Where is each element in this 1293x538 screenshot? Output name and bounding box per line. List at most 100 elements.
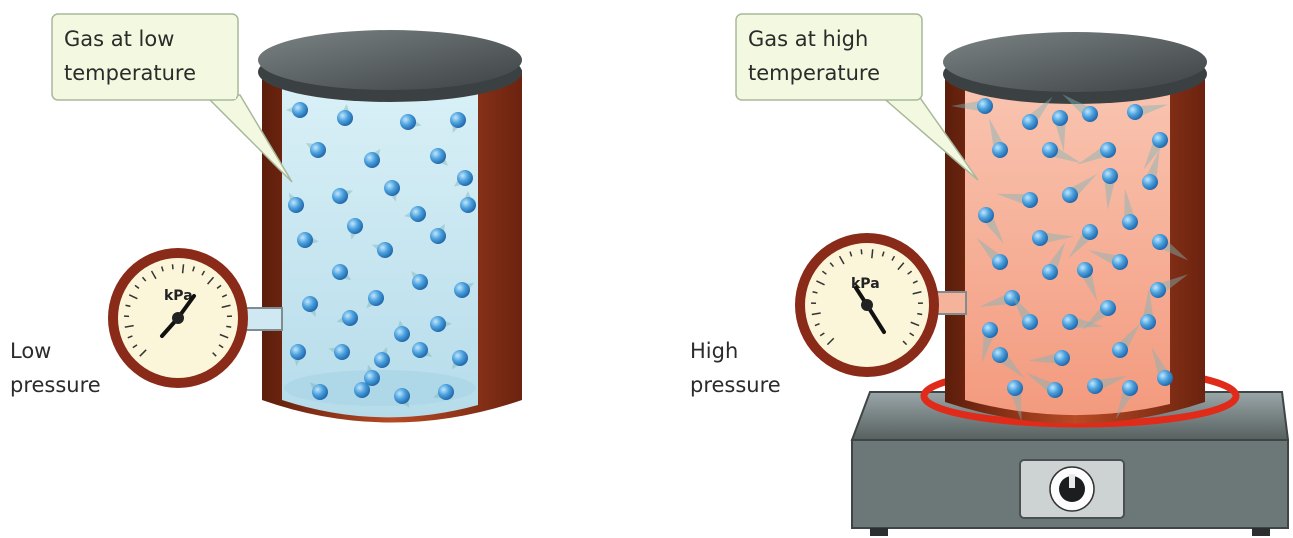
gauge-tick: [124, 324, 134, 328]
right-gas-chamber: [965, 88, 1170, 416]
gas-molecule: [305, 142, 326, 158]
right-pressure-label-line1: High: [690, 339, 738, 363]
gauge-tick: [819, 332, 825, 337]
gauge-tick: [871, 249, 874, 259]
gas-molecule: [290, 344, 306, 366]
gas-molecule: [1140, 288, 1156, 330]
gauge-tick: [219, 333, 229, 339]
gas-molecule: [1152, 234, 1189, 261]
hot-plate-knob: [1059, 476, 1085, 502]
gauge-tick: [821, 270, 827, 275]
gas-molecule: [453, 170, 473, 187]
gas-molecule: [371, 242, 393, 258]
gas-molecule: [1042, 142, 1082, 164]
gauge-tick: [849, 251, 853, 257]
gas-molecule: [347, 218, 363, 240]
gas-molecule: [978, 207, 1004, 244]
left-gauge-unit: kPa: [164, 288, 193, 304]
gas-molecule: [1022, 96, 1053, 130]
left-pressure-label-line2: pressure: [10, 373, 101, 397]
gauge-tick: [212, 352, 217, 357]
gas-molecule: [996, 192, 1038, 208]
gas-molecule: [374, 346, 390, 368]
gas-molecule: [1028, 350, 1070, 366]
gas-molecule: [1062, 314, 1104, 330]
gas-molecule: [328, 344, 350, 360]
gas-molecule: [451, 350, 468, 370]
gas-molecule: [364, 364, 380, 386]
gauge-tick: [902, 340, 908, 346]
gas-molecule: [411, 271, 428, 290]
gauge-tick: [909, 332, 915, 337]
gauge-tick: [128, 294, 138, 300]
gauge-tick: [826, 337, 835, 346]
left-pressure-label-line1: Low: [10, 339, 51, 363]
gas-molecule: [992, 347, 1025, 379]
gas-molecule: [976, 237, 1008, 270]
gas-molecule: [384, 180, 400, 202]
right-pressure-gauge: kPa: [795, 233, 967, 377]
gas-molecule: [454, 282, 474, 298]
gauge-tick: [221, 294, 228, 298]
gauge-tick: [141, 276, 147, 282]
gas-molecule: [309, 382, 328, 400]
gauge-tick: [192, 266, 196, 272]
gas-molecule: [1077, 262, 1098, 302]
right-callout-line1: Gas at high: [748, 27, 868, 51]
left-gauge-pivot: [172, 312, 184, 324]
gas-molecule: [1062, 174, 1097, 203]
gas-molecule: [430, 148, 448, 166]
gas-molecule: [286, 102, 308, 118]
gauge-tick: [201, 270, 206, 276]
gauge-tick: [891, 255, 896, 261]
gauge-tick: [838, 255, 845, 265]
gas-molecule: [1150, 274, 1189, 298]
gauge-tick: [150, 270, 157, 280]
gas-molecule: [302, 296, 318, 317]
gas-molecule: [988, 117, 1008, 158]
gas-molecule: [1062, 94, 1098, 122]
right-gauge-pivot: [861, 299, 873, 311]
right-pressure-label-line2: pressure: [690, 373, 781, 397]
gas-molecule: [1087, 375, 1128, 394]
gauge-tick: [139, 349, 147, 357]
gauge-tick: [207, 276, 215, 285]
gauge-tick: [811, 312, 821, 316]
gas-molecule: [1112, 322, 1141, 358]
gas-molecule: [1102, 168, 1118, 210]
gas-molecule: [1011, 293, 1038, 330]
right-callout-line2: temperature: [748, 61, 880, 85]
right-gauge-ticks: [811, 249, 923, 346]
right-cylinder: [943, 32, 1207, 424]
left-callout-line1: Gas at low: [64, 27, 174, 51]
gas-molecule: [404, 206, 426, 222]
gas-molecule: [1068, 224, 1098, 259]
gas-molecule: [1115, 380, 1138, 419]
gauge-tick: [881, 251, 885, 257]
gauge-tick: [816, 280, 825, 286]
gas-molecule: [336, 310, 358, 326]
gas-molecule: [430, 223, 446, 244]
gauge-tick: [814, 323, 820, 327]
left-molecules: [286, 102, 476, 408]
right-lid: [943, 32, 1207, 92]
gas-molecule: [1025, 372, 1063, 398]
gauge-tick: [134, 284, 140, 289]
gauge-tick: [125, 304, 131, 308]
gauge-tick: [912, 291, 922, 295]
gas-molecule: [450, 112, 466, 133]
gauge-tick: [860, 249, 863, 255]
gas-molecule: [394, 320, 410, 342]
gauge-tick: [812, 291, 818, 294]
gas-molecule: [332, 264, 352, 281]
gauge-tick: [132, 344, 138, 349]
gauge-tick: [912, 280, 918, 284]
gauge-tick: [829, 262, 835, 268]
left-pressure-gauge: kPa: [108, 248, 283, 388]
gas-molecule: [1142, 149, 1160, 190]
gauge-tick: [897, 262, 905, 271]
gas-molecule: [366, 290, 384, 309]
gas-molecule: [337, 104, 353, 126]
gas-molecule: [1151, 346, 1173, 386]
